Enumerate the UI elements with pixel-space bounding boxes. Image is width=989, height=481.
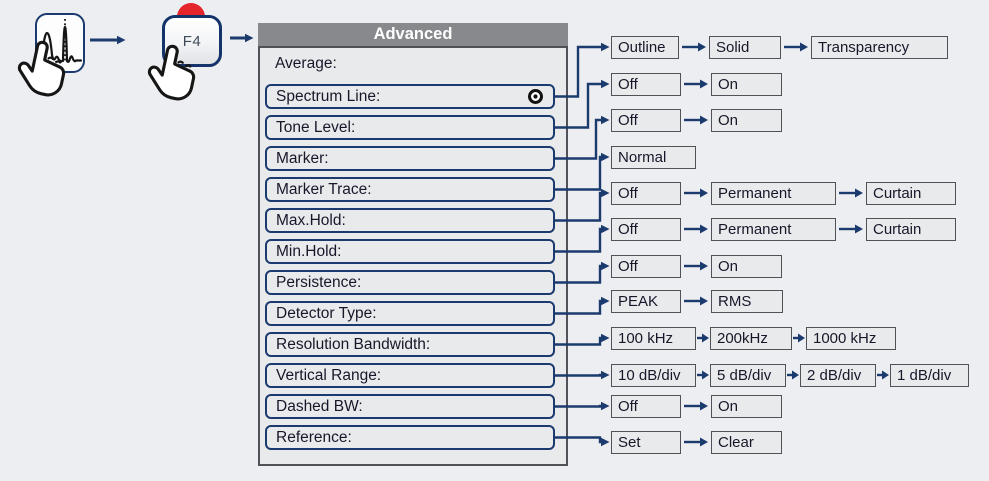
arrow-icon [839,188,863,198]
option-off[interactable]: Off [611,72,681,96]
menu-item-marker-trace[interactable]: Marker Trace: [265,177,555,202]
option-5-db-div[interactable]: 5 dB/div [710,363,786,387]
option-off[interactable]: Off [611,108,681,132]
option-peak[interactable]: PEAK [611,289,681,313]
options-row-marker-trace: Normal [611,145,696,169]
arrow-icon [697,370,709,380]
option-off[interactable]: Off [611,181,681,205]
arrow-icon [684,79,708,89]
option-solid[interactable]: Solid [709,35,781,59]
menu-item-reference[interactable]: Reference: [265,425,555,450]
menu-item-detector-type[interactable]: Detector Type: [265,301,555,326]
option-clear[interactable]: Clear [711,430,782,454]
option-transparency[interactable]: Transparency [811,35,948,59]
options-row-detector-type: PEAK RMS [611,289,783,313]
options-row-dashed-bw: Off On [611,394,782,418]
option-curtain[interactable]: Curtain [866,217,956,241]
menu-item-label: Vertical Range: [276,366,382,384]
options-row-max-hold: Off Permanent Curtain [611,181,956,205]
option-curtain[interactable]: Curtain [866,181,956,205]
menu-item-label: Reference: [276,428,352,446]
option-off[interactable]: Off [611,394,681,418]
menu-item-average[interactable]: Average: [275,55,337,72]
menu-item-label: Marker: [276,149,329,167]
menu-item-spectrum-line[interactable]: Spectrum Line: [265,84,555,109]
option-2-db-div[interactable]: 2 dB/div [800,363,876,387]
arrow-icon [839,224,863,234]
options-row-marker: Off On [611,108,782,132]
menu-item-min-hold[interactable]: Min.Hold: [265,239,555,264]
options-row-reference: Set Clear [611,430,782,454]
option-off[interactable]: Off [611,254,681,278]
option-outline[interactable]: Outline [611,35,679,59]
menu-item-label: Marker Trace: [276,180,372,198]
arrow-icon [684,401,708,411]
option-100-khz[interactable]: 100 kHz [611,326,696,350]
arrow-icon [684,188,708,198]
menu-item-tone-level[interactable]: Tone Level: [265,115,555,140]
menu-item-persistence[interactable]: Persistence: [265,270,555,295]
menu-item-label: Detector Type: [276,304,377,322]
options-row-tone-level: Off On [611,72,782,96]
options-row-resolution-bandwidth: 100 kHz 200kHz 1000 kHz [611,326,896,350]
arrow-icon [787,370,799,380]
arrow-icon [684,261,708,271]
menu-item-label: Dashed BW: [276,397,363,415]
menu-item-label: Max.Hold: [276,211,346,229]
menu-item-label: Tone Level: [276,118,356,136]
f4-key-button[interactable]: F4 [162,15,222,67]
f4-key-label: F4 [182,32,202,50]
menu-item-max-hold[interactable]: Max.Hold: [265,208,555,233]
option-1000-khz[interactable]: 1000 kHz [806,326,896,350]
menu-item-label: Spectrum Line: [276,87,381,105]
menu-item-label: Min.Hold: [276,242,342,260]
arrow-icon [682,42,706,52]
option-permanent[interactable]: Permanent [711,217,836,241]
arrow-icon [684,296,708,306]
option-1-db-div[interactable]: 1 dB/div [890,363,969,387]
arrow-icon [684,437,708,447]
option-off[interactable]: Off [611,217,681,241]
option-on[interactable]: On [711,254,782,278]
arrow-icon [684,224,708,234]
arrow-icon [784,42,808,52]
arrow-icon [684,115,708,125]
option-normal[interactable]: Normal [611,145,696,169]
menu-item-label: Resolution Bandwidth: [276,335,431,353]
arrow-icon [877,370,889,380]
tap-hand-icon [147,44,196,101]
option-on[interactable]: On [711,72,782,96]
menu-item-label: Persistence: [276,273,362,291]
tap-hand-icon [17,40,66,97]
options-row-min-hold: Off Permanent Curtain [611,217,956,241]
options-row-persistence: Off On [611,254,782,278]
options-row-vertical-range: 10 dB/div 5 dB/div 2 dB/div 1 dB/div [611,363,969,387]
option-10-db-div[interactable]: 10 dB/div [611,363,696,387]
arrow-icon [793,333,805,343]
menu-item-dashed-bw[interactable]: Dashed BW: [265,394,555,419]
options-row-spectrum-line: Outline Solid Transparency [611,35,948,59]
record-dot-icon [527,88,544,105]
spectrum-waveform-icon [40,19,83,63]
menu-item-vertical-range[interactable]: Vertical Range: [265,363,555,388]
option-rms[interactable]: RMS [711,289,783,313]
option-permanent[interactable]: Permanent [711,181,836,205]
arrow-icon [697,333,709,343]
option-200khz[interactable]: 200kHz [710,326,792,350]
option-on[interactable]: On [711,394,782,418]
menu-item-marker[interactable]: Marker: [265,146,555,171]
menu-item-resolution-bandwidth[interactable]: Resolution Bandwidth: [265,332,555,357]
option-on[interactable]: On [711,108,782,132]
menu-title: Advanced [258,23,568,46]
option-set[interactable]: Set [611,430,681,454]
